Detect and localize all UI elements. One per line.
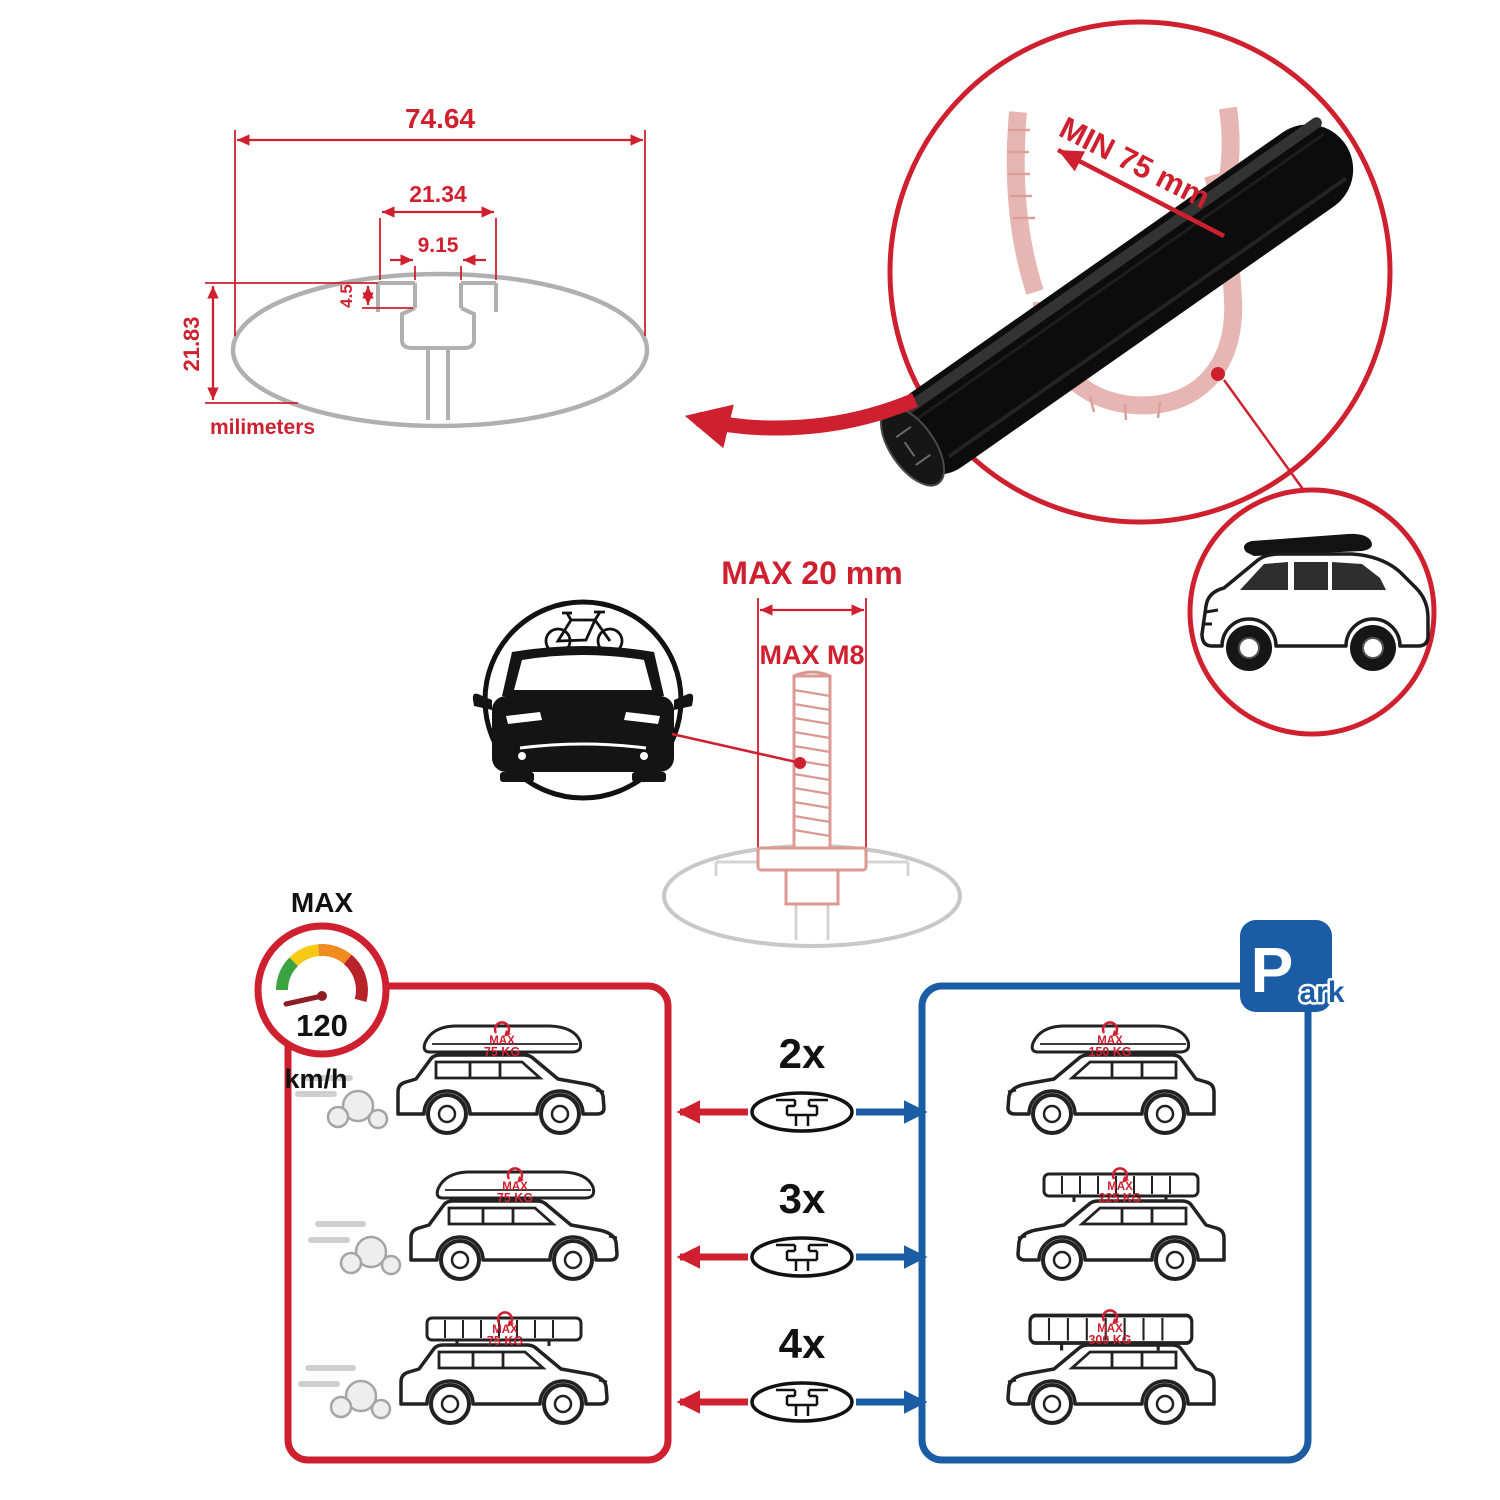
profile-channel <box>376 281 498 420</box>
motion-smoke <box>308 1221 402 1276</box>
roofbox-suv-circle <box>1187 487 1437 737</box>
dimension-arrows <box>207 134 643 400</box>
dim-total-width: 74.64 <box>405 103 475 134</box>
load-tag-max: MAX <box>1097 1323 1123 1335</box>
load-tag-max: MAX <box>502 1181 528 1193</box>
speed-units: km/h <box>284 1064 347 1094</box>
load-tag-max: MAX <box>489 1035 515 1047</box>
load-tag-value: 300 KG <box>1088 1333 1131 1347</box>
suv-illustration <box>1200 533 1430 671</box>
load-tag-max: MAX <box>1097 1035 1123 1047</box>
dim-lip-depth: 4.5 <box>337 284 356 308</box>
load-tag-value: 75 KG <box>487 1334 523 1348</box>
car-front-bike-circle <box>472 599 806 801</box>
bolt-spec-diagram: MAX 20 mm MAX M8 <box>662 555 962 948</box>
parked-panel: MAX 150 KG MAX 225 KG MAX 300 KG <box>918 982 1312 1464</box>
bar-count-column: 2x 3x 4x <box>676 1030 928 1423</box>
zoom-out-arrow <box>684 393 918 449</box>
dimension-extension-lines <box>205 130 646 404</box>
bolt-width-extension-lines <box>757 598 867 848</box>
bolt-callout-dot <box>794 757 806 769</box>
bolt-max-width-label: MAX 20 mm <box>721 555 902 591</box>
load-tag-value: 150 KG <box>1088 1045 1131 1059</box>
car-front-icon <box>472 646 694 782</box>
park-sign-suffix: ark <box>1299 976 1344 1009</box>
park-sign: P ark <box>1240 920 1347 1012</box>
callout-dot <box>1211 367 1225 381</box>
speed-value: 120 <box>296 1008 348 1043</box>
bolt-callout-line <box>671 732 797 764</box>
multiplier-label: 4x <box>779 1320 826 1367</box>
crossbar-profile-icon <box>750 1381 854 1423</box>
crossbar-profile-icon <box>750 1091 854 1133</box>
profile-ellipse <box>230 271 650 429</box>
bolt-max-thread-label: MAX M8 <box>759 640 864 670</box>
load-tag-max: MAX <box>1107 1181 1133 1193</box>
suv-roof-box <box>1244 533 1372 556</box>
crossbar-profile-icon <box>750 1236 854 1278</box>
driving-panel: MAX 75 KG MAX 75 KG MAX 75 KG <box>284 982 672 1464</box>
t-bolt <box>756 670 868 906</box>
speed-limit-gauge: MAX 120 km/h <box>254 887 390 1094</box>
motion-smoke <box>298 1365 392 1420</box>
park-sign-board <box>1240 920 1332 1012</box>
motion-smoke <box>295 1075 389 1130</box>
gauge-arcs <box>275 944 368 1002</box>
speed-max-label: MAX <box>291 887 354 918</box>
profile-dimension-drawing: 74.64 21.34 9.15 4.5 21.83 milimeters <box>179 103 650 439</box>
multiplier-label: 2x <box>779 1030 826 1077</box>
crossbar-render <box>880 117 1354 487</box>
dim-cavity-width: 21.34 <box>409 181 467 207</box>
dim-slot-opening: 9.15 <box>418 234 459 257</box>
load-tag-max: MAX <box>492 1324 518 1336</box>
gauge-needle-pivot <box>317 991 327 1001</box>
callout-line <box>1222 379 1307 493</box>
detail-circle: MIN 75 mm <box>684 19 1393 525</box>
slot-profile-lines <box>714 860 910 940</box>
park-sign-letter: P <box>1251 934 1294 1006</box>
load-tag-value: 225 KG <box>1098 1191 1141 1205</box>
load-tag-value: 75 KG <box>484 1045 520 1059</box>
gauge-needle <box>283 993 325 1007</box>
dim-profile-height: 21.83 <box>179 316 204 371</box>
min-span-arrow <box>1056 148 1226 238</box>
load-tag-value: 75 KG <box>497 1191 533 1205</box>
units-label: milimeters <box>210 416 315 439</box>
multiplier-label: 3x <box>779 1175 826 1222</box>
